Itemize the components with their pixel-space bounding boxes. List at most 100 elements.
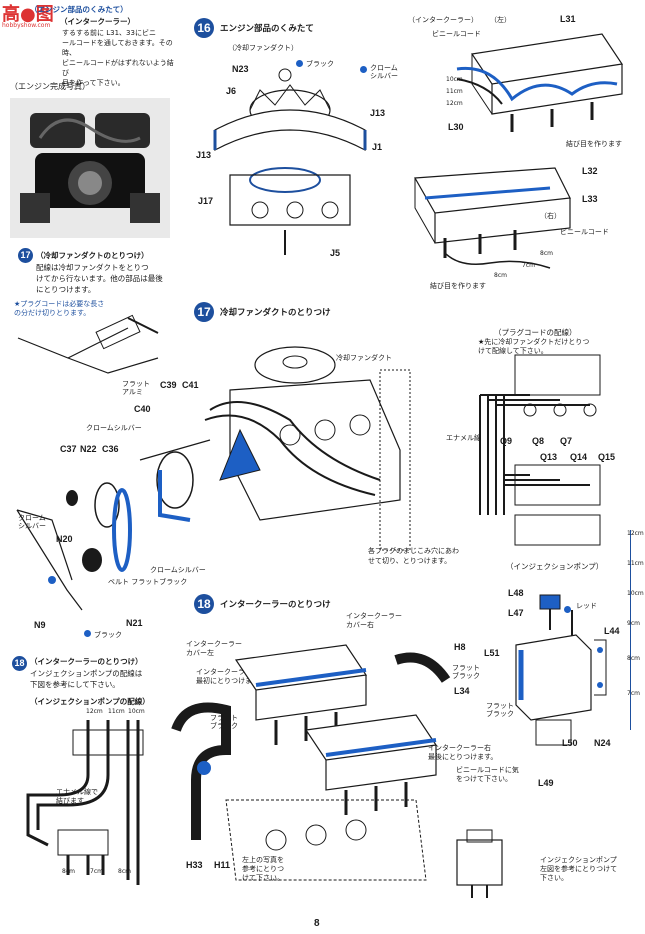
part-l50: L50: [562, 738, 578, 748]
part-c39: C39: [160, 380, 177, 390]
intercooler-install-drawing: [171, 644, 451, 881]
plug-cord-cutting-illustration: [17, 314, 159, 374]
belt-label: ベルト フラットブラック: [108, 578, 188, 586]
pump-cm-10: 10cm: [128, 708, 145, 715]
flat-black-l34: フラット ブラック: [486, 702, 514, 718]
part-l31: L31: [560, 14, 576, 24]
step-18-small-title: （インタークーラーのとりつけ）: [30, 657, 143, 666]
part-h8: H8: [454, 642, 466, 652]
watermark-logo: 高●图 hobbyshow.com: [2, 2, 64, 30]
flat-al-label: フラット アルミ: [122, 380, 150, 396]
pump-cm-8a: 8cm: [62, 868, 75, 875]
right-cooler-label: インタークーラー右 最後にとりつけます。: [428, 744, 498, 761]
plug-wiring-note: ★先に冷却ファンダクトだけとりつ けて配線して下さい。: [478, 338, 590, 355]
ruler-7: 7cm: [627, 690, 640, 697]
intercooler-left-knot: 結び目を作ります: [566, 140, 622, 148]
part-n20: N20: [56, 534, 73, 544]
part-n23: N23: [232, 64, 249, 74]
step-17-small-badge: 17: [18, 248, 33, 263]
ruler-10: 10cm: [627, 590, 644, 597]
part-j17: J17: [198, 196, 214, 206]
fan-duct-assembly-drawing: [213, 68, 367, 255]
part-l33: L33: [582, 194, 598, 204]
part-l32: L32: [582, 166, 598, 176]
engine-section-title: （エンジン部品のくみたて）: [30, 5, 128, 14]
step-18-small-badge: 18: [12, 656, 27, 671]
part-h11: H11: [214, 860, 231, 870]
step-18-main-badge: 18: [194, 594, 214, 614]
part-q15: Q15: [598, 452, 616, 462]
left-cooler-label: インタークーラー左 最初にとりつけます。: [196, 668, 266, 685]
part-l49: L49: [538, 778, 554, 788]
pump-ref-note: インジェクションポンプ 左図を参考にとりつけて 下さい。: [540, 856, 618, 882]
cover-right-label: インタークーラー カバー右: [346, 612, 402, 629]
part-q7: Q7: [560, 436, 573, 446]
chrome-silver-n20-label: クローム シルバー: [18, 514, 46, 530]
cm-10: 10cm: [446, 76, 463, 83]
intercooler-left-side: （左）: [490, 16, 511, 24]
intro-text: するする前に L31、33にビニ ールコードを通しておきます。その時、 ビニール…: [62, 29, 174, 87]
part-n24: N24: [594, 738, 611, 748]
part-c37: C37: [60, 444, 77, 454]
pump-small-drawing: [456, 829, 503, 898]
part-c40: C40: [134, 404, 151, 414]
flat-black-h8: フラット ブラック: [452, 664, 480, 680]
part-l51: L51: [484, 648, 500, 658]
part-n9: N9: [34, 620, 46, 630]
ruler-12: 12cm: [627, 530, 644, 537]
step16-black-marker: [296, 60, 303, 67]
part-n22: N22: [80, 444, 97, 454]
plug-wiring-title: （プラグコードの配線）: [494, 328, 577, 337]
pump-enamel-label: エナメル線で 結びます: [56, 788, 98, 805]
step16-chrome-label: クローム シルバー: [370, 64, 398, 80]
step-16-subtitle: （冷却ファンダクト）: [228, 44, 298, 52]
watermark-text: 高●图: [2, 4, 54, 25]
part-q13: Q13: [540, 452, 558, 462]
red-marker: [564, 606, 571, 613]
intercooler-label: （インタークーラー）: [60, 17, 135, 26]
cm-7: 7cm: [522, 262, 535, 269]
cm-11: 11cm: [446, 88, 463, 95]
intercooler-right-vinyl: ビニールコード: [560, 228, 609, 236]
step16-chrome-marker: [360, 66, 367, 73]
fan-duct-label: 冷却ファンダクト: [336, 354, 392, 362]
part-l47: L47: [508, 608, 524, 618]
step-17-small-title: （冷却ファンダクトのとりつけ）: [36, 251, 149, 260]
engine-photo: [10, 98, 170, 238]
engine-main-drawing: [139, 346, 411, 551]
pump-wiring-subtitle: （インジェクションポンプの配線）: [30, 697, 150, 706]
injection-pump-drawing: [515, 594, 607, 746]
ref-photo-note: 左上の写真を 参考にとりつ けて下さい。: [242, 856, 285, 882]
step17-plug-note: 各プラグのまじこみ穴にあわ せて切り、とりつけます。: [368, 547, 459, 565]
chrome-silver-2-label: クロームシルバー: [150, 566, 206, 574]
step-16-title: エンジン部品のくみたて: [220, 24, 314, 34]
part-l34: L34: [454, 686, 470, 696]
vinyl-note-label: ビニールコードに気 をつけて下さい。: [456, 766, 519, 783]
black-label: ブラック: [94, 631, 122, 639]
step-18-small-text: インジェクションポンプの配線は 下図を参考にして下さい。: [30, 669, 143, 689]
part-c41: C41: [182, 380, 199, 390]
cover-left-label: インタークーラー カバー左: [186, 640, 242, 657]
pump-wiring-diagram: [26, 720, 144, 885]
plug-wiring-diagram: [479, 354, 601, 546]
cm-12: 12cm: [446, 100, 463, 107]
pump-cm-12: 12cm: [86, 708, 103, 715]
watermark-url: hobbyshow.com: [2, 22, 51, 29]
ruler-11: 11cm: [627, 560, 644, 567]
pump-cm-8b: 8cm: [118, 868, 131, 875]
step-17-main-title: 冷却ファンダクトのとりつけ: [220, 308, 331, 318]
step-16-badge: 16: [194, 18, 214, 38]
intercooler-left-drawing: [456, 33, 624, 132]
red-label: レッド: [576, 602, 597, 610]
step-17-small-text: 配線は冷却ファンダクトをとりつ けてから行ないます。他の部品は最後 にとりつけま…: [36, 263, 163, 294]
part-j1: J1: [372, 142, 383, 152]
part-n21: N21: [126, 618, 143, 628]
cm-ruler: 12cm 11cm 10cm 9cm 8cm 7cm: [627, 530, 644, 730]
step16-black-label: ブラック: [306, 60, 334, 68]
step-18-main-title: インタークーラーのとりつけ: [220, 600, 331, 610]
part-l44: L44: [604, 626, 620, 636]
part-l30: L30: [448, 122, 464, 132]
part-j13-right: J13: [370, 108, 386, 118]
pump-cm-7: 7cm: [90, 868, 103, 875]
part-h33: H33: [186, 860, 203, 870]
